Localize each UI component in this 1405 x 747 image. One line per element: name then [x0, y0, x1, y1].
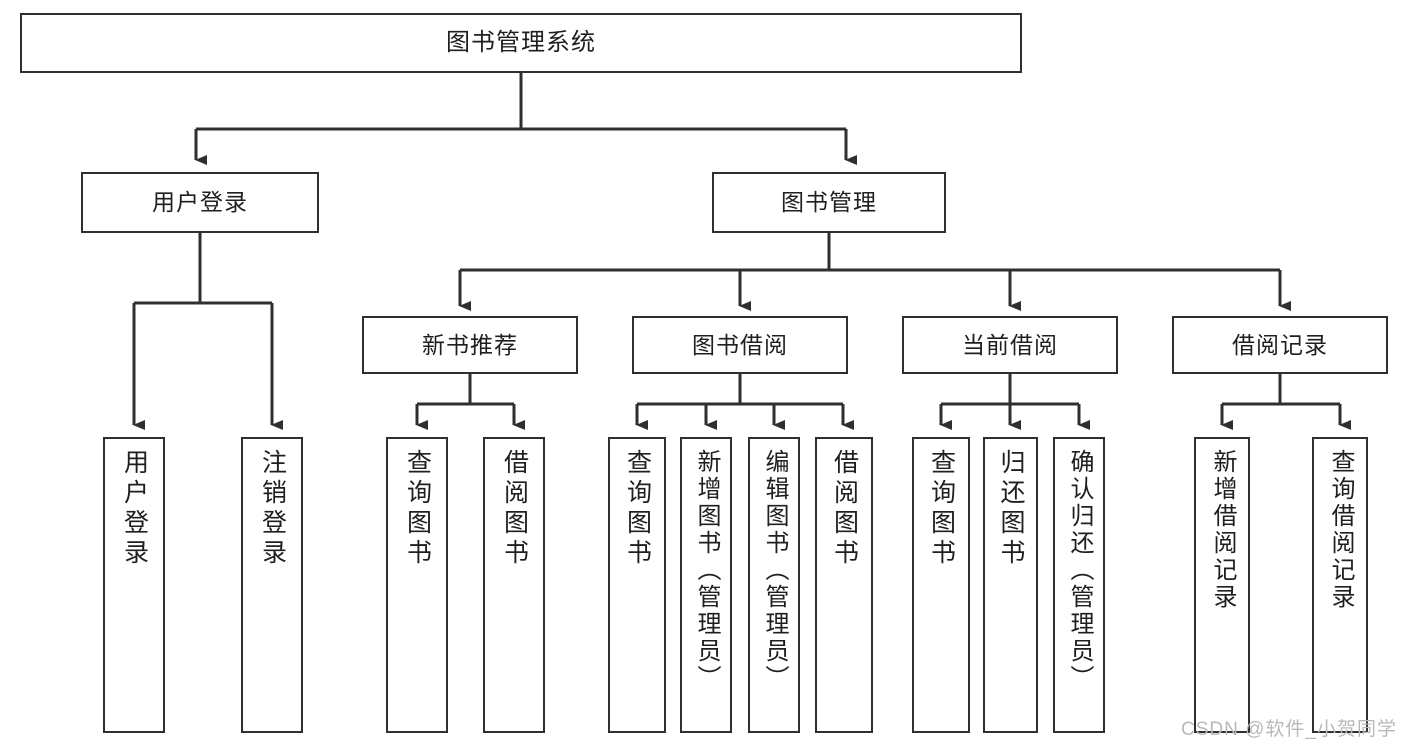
leaf-add-book-admin[interactable]: 新增图书（管理员）	[680, 437, 732, 733]
node-new-book-recommend[interactable]: 新书推荐	[362, 316, 578, 374]
node-label: 新增借阅记录	[1209, 449, 1236, 611]
leaf-query-book-borrow[interactable]: 查询图书	[608, 437, 666, 733]
leaf-query-borrow-record[interactable]: 查询借阅记录	[1312, 437, 1368, 733]
node-root-system[interactable]: 图书管理系统	[20, 13, 1022, 73]
node-label: 用户登录	[120, 449, 149, 569]
leaf-query-book-recommend[interactable]: 查询图书	[386, 437, 448, 733]
watermark: CSDN @软件_小贺同学	[1181, 719, 1397, 740]
leaf-edit-book-admin[interactable]: 编辑图书（管理员）	[748, 437, 800, 733]
node-label: 图书管理	[781, 189, 877, 216]
leaf-logout[interactable]: 注销登录	[241, 437, 303, 733]
node-label: 归还图书	[997, 449, 1025, 569]
node-book-management[interactable]: 图书管理	[712, 172, 946, 233]
node-label: 编辑图书（管理员）	[761, 449, 788, 692]
leaf-confirm-return-admin[interactable]: 确认归还（管理员）	[1053, 437, 1105, 733]
leaf-query-book-current[interactable]: 查询图书	[912, 437, 970, 733]
node-label: 借阅图书	[830, 449, 859, 569]
node-label: 查询图书	[623, 449, 652, 569]
node-label: 图书管理系统	[446, 29, 596, 57]
node-label: 查询借阅记录	[1327, 449, 1354, 611]
node-book-borrow[interactable]: 图书借阅	[632, 316, 848, 374]
leaf-add-borrow-record[interactable]: 新增借阅记录	[1194, 437, 1250, 733]
node-user-login[interactable]: 用户登录	[81, 172, 319, 233]
node-label: 新增图书（管理员）	[693, 449, 720, 692]
node-label: 查询图书	[403, 449, 432, 569]
node-label: 借阅记录	[1232, 331, 1328, 358]
node-label: 新书推荐	[422, 331, 518, 358]
node-label: 用户登录	[152, 189, 248, 216]
leaf-borrow-book[interactable]: 借阅图书	[815, 437, 873, 733]
node-current-borrow[interactable]: 当前借阅	[902, 316, 1118, 374]
node-label: 确认归还（管理员）	[1066, 449, 1093, 692]
node-label: 借阅图书	[500, 449, 529, 569]
node-label: 当前借阅	[962, 331, 1058, 358]
leaf-borrow-book-recommend[interactable]: 借阅图书	[483, 437, 545, 733]
node-borrow-record[interactable]: 借阅记录	[1172, 316, 1388, 374]
leaf-return-book[interactable]: 归还图书	[983, 437, 1038, 733]
node-label: 图书借阅	[692, 331, 788, 358]
node-label: 查询图书	[927, 449, 956, 569]
leaf-user-login[interactable]: 用户登录	[103, 437, 165, 733]
node-label: 注销登录	[258, 449, 287, 569]
